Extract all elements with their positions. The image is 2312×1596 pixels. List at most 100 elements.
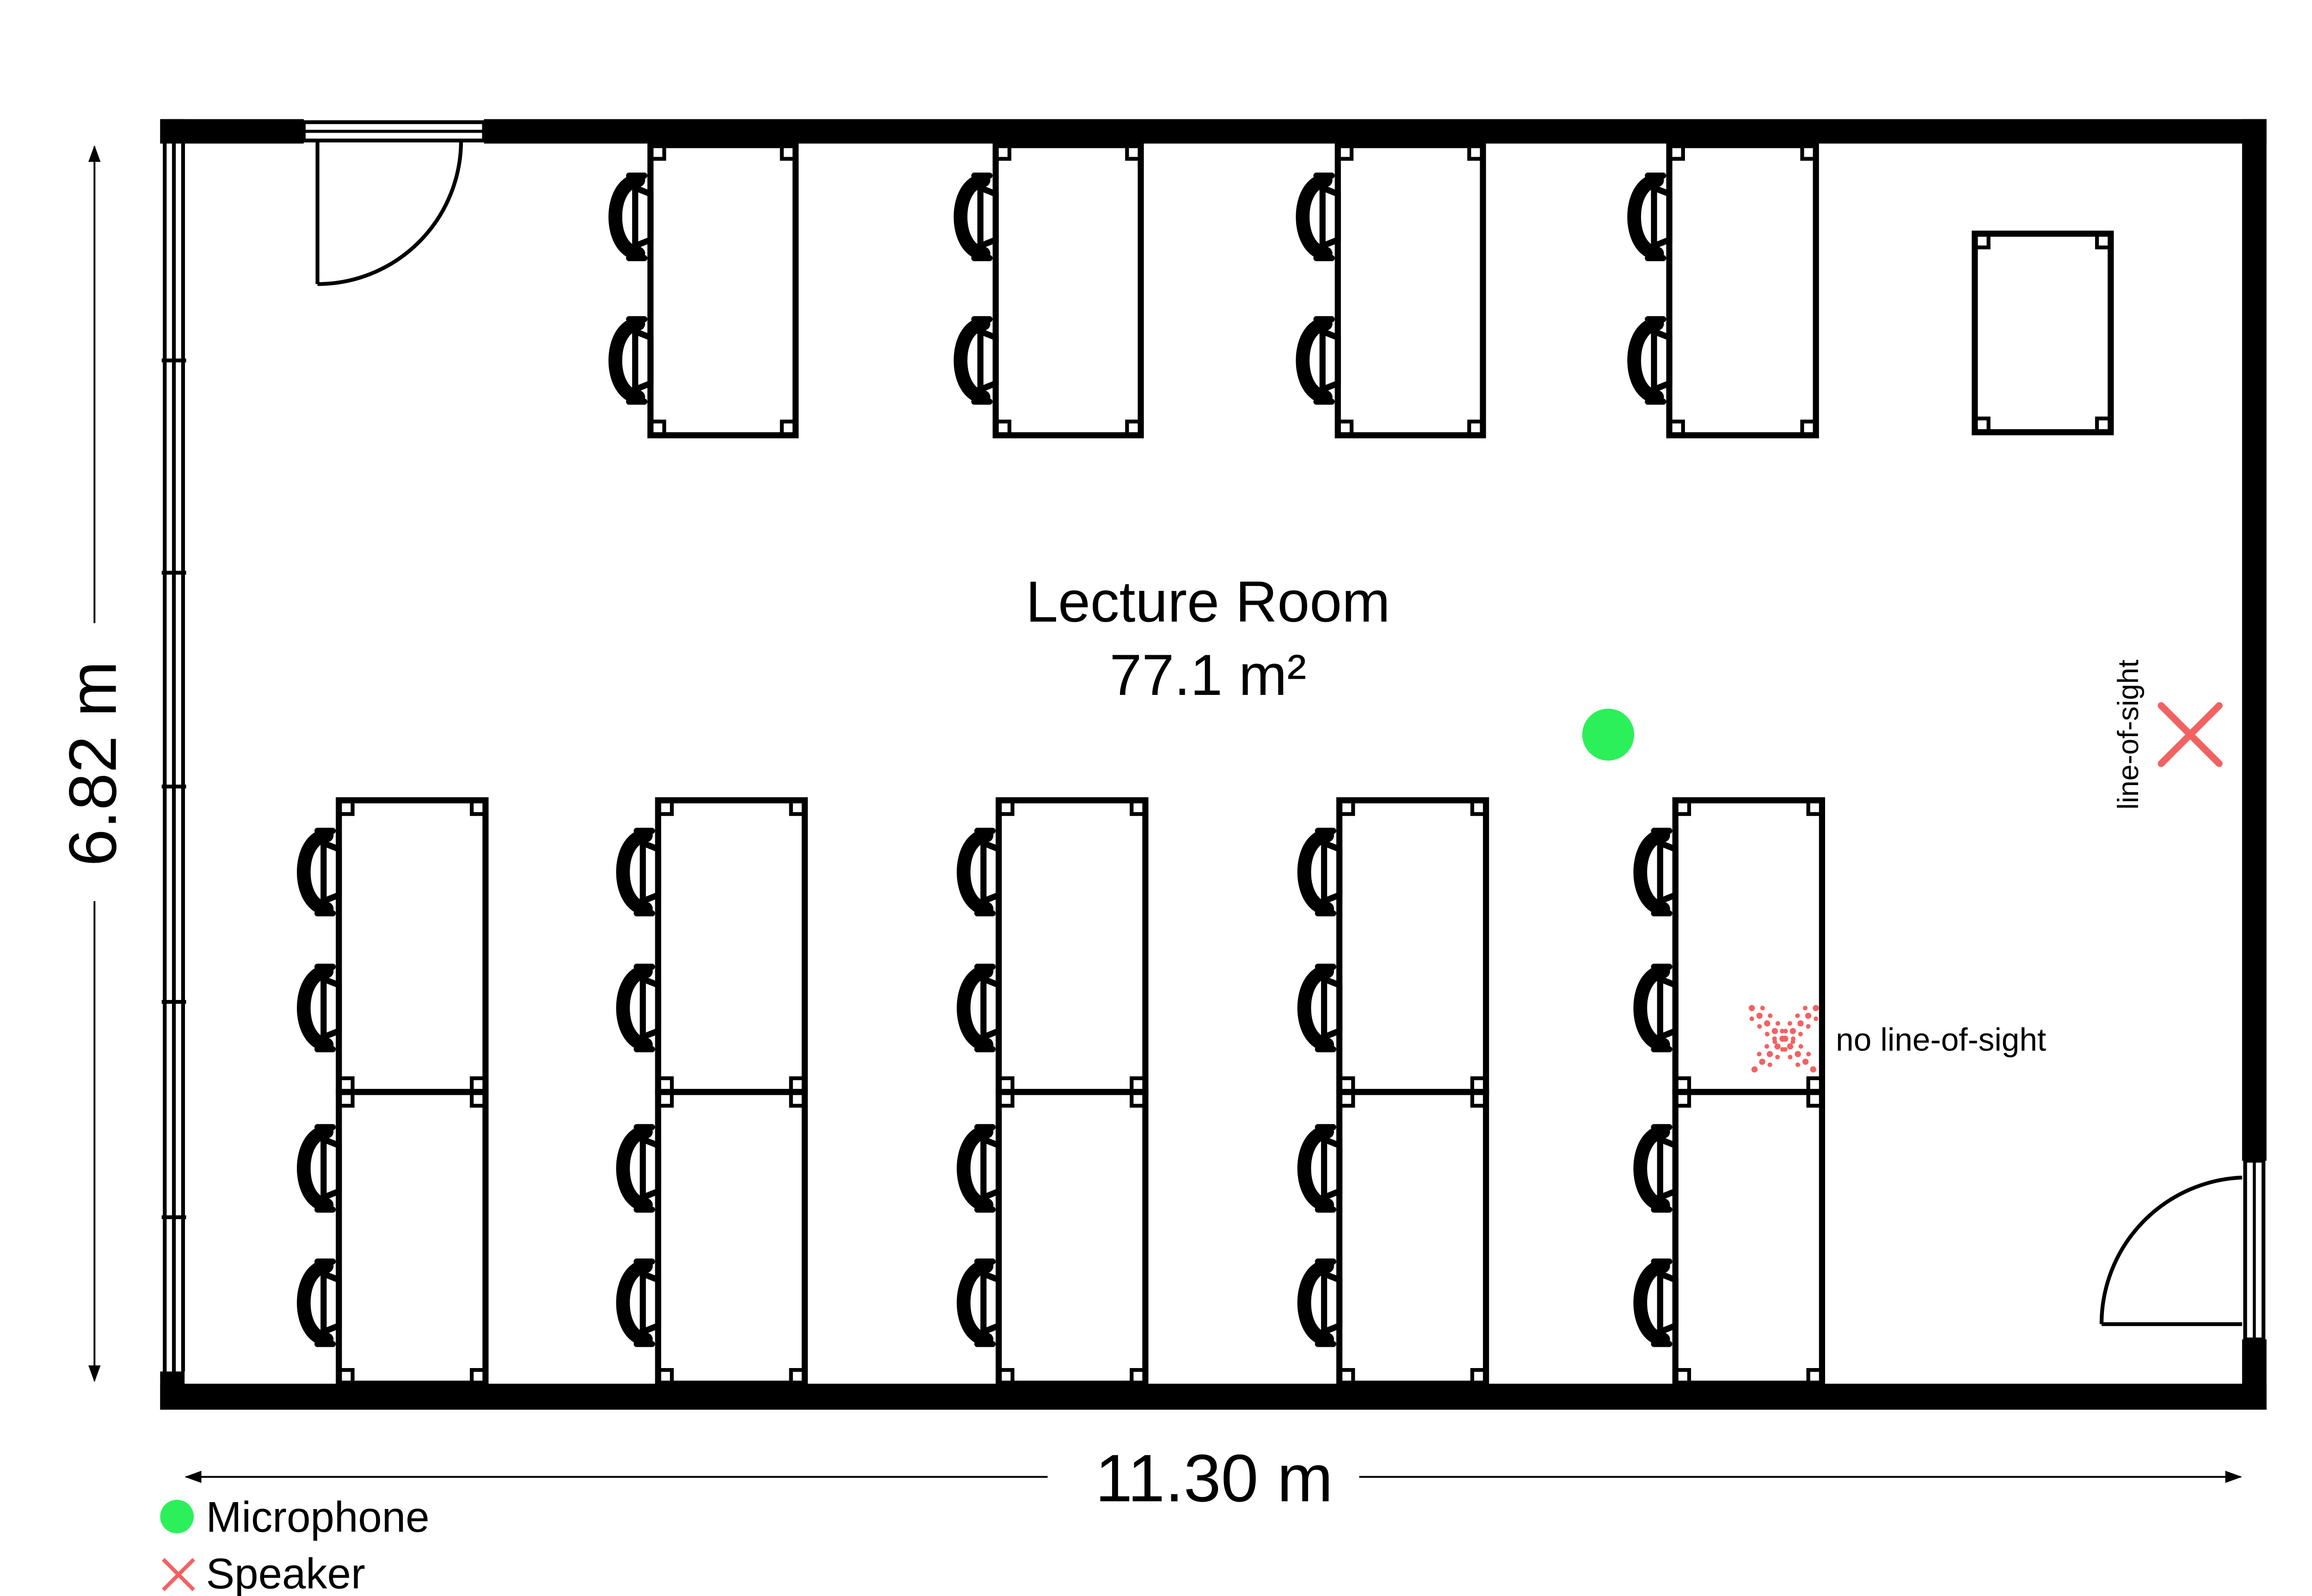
desk-leg	[789, 1368, 807, 1386]
desk-leg	[1673, 1090, 1691, 1108]
chair	[1627, 316, 1673, 405]
desk-leg	[1337, 1090, 1355, 1108]
desk-leg	[996, 798, 1015, 816]
desk-leg	[1125, 419, 1143, 437]
desk-leg	[1130, 798, 1148, 816]
desk-leg	[337, 798, 355, 816]
height-label: 6.82 m	[55, 661, 130, 866]
desk	[1334, 142, 1486, 439]
chair	[1633, 1124, 1679, 1213]
desks-top-row	[647, 142, 1819, 439]
desk-leg	[1470, 1368, 1488, 1386]
chair	[957, 1258, 1002, 1347]
desk	[336, 1089, 489, 1387]
desk	[655, 1089, 808, 1387]
desk-leg	[1806, 798, 1824, 816]
chair	[297, 828, 342, 917]
legend-microphone-label: Microphone	[206, 1493, 429, 1541]
desk-leg	[1337, 798, 1355, 816]
desk	[996, 797, 1149, 1095]
legend-speaker-label: Speaker	[206, 1549, 365, 1596]
speaker-marker-no-line-of-sight	[1748, 1005, 1819, 1075]
chair	[1297, 1258, 1343, 1347]
chair	[616, 1124, 661, 1213]
speaker-marker-line-of-sight	[2158, 702, 2223, 767]
desk-leg	[1806, 1090, 1824, 1108]
desk-leg	[656, 1090, 674, 1108]
chair	[609, 172, 654, 261]
height-dimension	[88, 145, 101, 1382]
desk-leg	[780, 419, 798, 437]
chair	[616, 964, 661, 1053]
desk	[1666, 142, 1819, 439]
desk-leg	[1470, 1090, 1488, 1108]
desk-legs	[337, 143, 2113, 1386]
desk-leg	[1800, 143, 1818, 161]
chair	[297, 1258, 342, 1347]
chair	[1633, 828, 1679, 917]
chair	[953, 172, 999, 261]
desk-leg	[1130, 1090, 1148, 1108]
chair	[1297, 964, 1343, 1053]
desk-leg	[648, 143, 666, 161]
walls	[160, 119, 2267, 1410]
wall-bottom	[160, 1383, 2267, 1410]
chair	[953, 316, 999, 405]
desk	[655, 797, 808, 1095]
chair	[1633, 964, 1679, 1053]
desk-leg	[1673, 1368, 1691, 1386]
chair	[297, 964, 342, 1053]
desk-leg	[470, 1090, 488, 1108]
width-dimension	[184, 1471, 2242, 1483]
chair	[957, 1124, 1002, 1213]
desk	[1336, 797, 1489, 1095]
desk-leg	[1806, 1368, 1824, 1386]
chair	[609, 316, 654, 405]
desk-leg	[1667, 143, 1685, 161]
chair	[1633, 1258, 1679, 1347]
desk-leg	[1973, 416, 1991, 434]
chair	[1297, 828, 1343, 917]
microphone-marker	[1582, 708, 1635, 761]
chair	[1297, 1124, 1343, 1213]
desk-leg	[2095, 232, 2113, 250]
chair	[616, 828, 661, 917]
window-left-wall	[161, 143, 186, 1372]
chairs	[297, 172, 1679, 1347]
desk	[992, 142, 1144, 439]
wall-right-upper	[2242, 119, 2267, 1161]
door-top	[301, 120, 486, 286]
desk-leg	[656, 1368, 674, 1386]
chair	[957, 964, 1002, 1053]
desks-bottom-block	[336, 797, 1825, 1387]
legend-microphone-icon	[160, 1499, 194, 1534]
desk-leg	[1470, 798, 1488, 816]
desk-leg	[1130, 1368, 1148, 1386]
desk	[1336, 1089, 1489, 1387]
desk-leg	[1673, 798, 1691, 816]
desk	[336, 797, 489, 1095]
line-of-sight-label: line-of-sight	[2112, 660, 2145, 810]
desk-leg	[994, 143, 1012, 161]
desk-leg	[470, 1368, 488, 1386]
side-table	[1972, 230, 2114, 436]
wall-corner-top-left	[160, 119, 185, 144]
door-right	[2099, 1159, 2266, 1342]
desk-leg	[1337, 1368, 1355, 1386]
no-line-of-sight-label: no line-of-sight	[1836, 1022, 2046, 1058]
desk-leg	[470, 798, 488, 816]
room-name: Lecture Room	[1026, 569, 1390, 634]
desk-leg	[337, 1090, 355, 1108]
desk-leg	[994, 419, 1012, 437]
desk	[1672, 797, 1825, 1095]
desk-leg	[780, 143, 798, 161]
chair	[1296, 316, 1341, 405]
desk	[996, 1089, 1149, 1387]
wall-corner-bottom-left	[160, 1371, 185, 1410]
desk-leg	[1800, 419, 1818, 437]
desk-leg	[1336, 419, 1354, 437]
desk-leg	[648, 419, 666, 437]
chair	[1296, 172, 1341, 261]
desk-leg	[1467, 143, 1485, 161]
